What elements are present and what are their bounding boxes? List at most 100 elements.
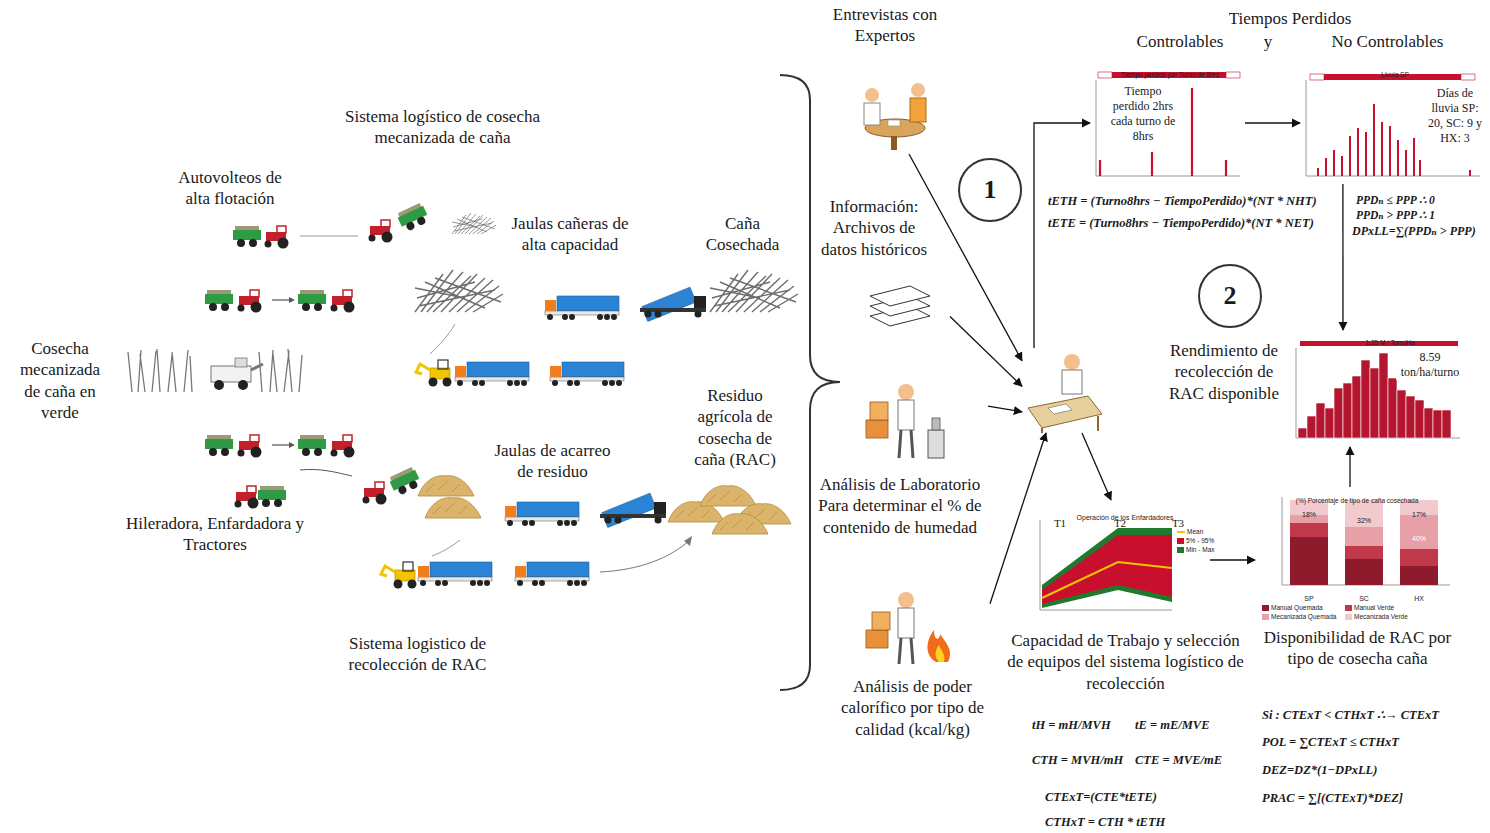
papers-icon [870, 286, 930, 326]
yield-histogram [1298, 428, 1307, 438]
label-text: Controlables [1137, 31, 1224, 52]
interview-icon [864, 103, 880, 125]
harvest-logistics-illustration [265, 226, 289, 249]
calorific-icon [928, 630, 951, 662]
arrow-connector [1349, 447, 1350, 487]
legend-entry: Manual Quemada [1262, 604, 1323, 612]
label-text: Sistema logistico de recolección de RAC [335, 633, 500, 676]
yield-histogram [1296, 348, 1297, 438]
arrow-connector [1082, 433, 1111, 500]
calorific-icon [872, 612, 890, 630]
node-text: Capacidad de Trabajo y selección de equi… [1003, 630, 1248, 694]
capacity-chart [1042, 562, 1172, 598]
arrow-connector [988, 406, 1022, 412]
harvest-logistics-illustration [233, 226, 261, 247]
laboratory-icon [870, 402, 888, 420]
harvest-logistics-illustration [300, 235, 358, 236]
harvest-logistics-illustration [331, 435, 355, 458]
harvest-logistics-illustration [298, 435, 326, 456]
formula-text: PPDₙ ≤ PPP ∴ 0 [1356, 193, 1435, 207]
harvest-logistics-illustration [545, 296, 619, 320]
harvest-logistics-illustration [369, 220, 393, 243]
text-holder: (%) Porcentaje de tipo de caña cosechada [1262, 489, 1452, 507]
harvest-logistics-illustration [415, 270, 503, 312]
yield-histogram [1352, 376, 1361, 438]
label-text: Tiempo perdido por Turno de 8hrs [1121, 71, 1219, 79]
yield-histogram [1433, 410, 1442, 438]
harvest-logistics-illustration [388, 466, 422, 497]
harvest-logistics-illustration [381, 562, 417, 589]
legend-line-sample [1177, 531, 1185, 533]
node-text: Información: Archivos de datos histórico… [815, 196, 933, 260]
text-holder: 1 [960, 160, 1020, 220]
text-holder: Tiempo perdido 2hrs cada turno de 8hrs [1106, 84, 1180, 144]
percentage-bar-chart [1400, 549, 1438, 566]
label-text: No Controlables [1332, 31, 1444, 52]
legend-swatch [1345, 605, 1352, 611]
percentage-bar-chart [1345, 500, 1383, 527]
label-text: T1 [1054, 517, 1066, 531]
text-holder: Análisis de poder calorífico por tipo de… [835, 676, 990, 740]
text-holder: Sistema logístico de cosecha mecanizada … [330, 106, 555, 149]
label-text: Cosecha mecanizada de caña en verde [13, 338, 107, 423]
laboratory-icon [932, 418, 940, 430]
text-holder: Información: Archivos de datos histórico… [815, 196, 933, 260]
lost-time-chart [1226, 72, 1240, 78]
capacity-chart [1042, 528, 1172, 608]
analyst-icon [1064, 354, 1080, 370]
legend-text: Min - Max [1186, 546, 1215, 554]
label-text: Hileradora, Enfardadora y Tractores [120, 513, 310, 556]
formula-text: Si : CTExT < CTHxT ∴→ CTExT [1262, 708, 1439, 724]
laboratory-icon [898, 384, 914, 400]
label-text: Sistema logístico de cosecha mecanizada … [330, 106, 555, 149]
analyst-icon [1048, 404, 1072, 414]
interview-icon [864, 83, 926, 150]
harvest-logistics-illustration [205, 290, 233, 311]
label-text: Jaulas de acarreo de residuo [490, 440, 615, 483]
harvest-logistics-illustration [425, 498, 481, 518]
text-holder: Si : CTExT < CTHxT ∴→ CTExT [1262, 705, 1439, 724]
laboratory-icon [898, 400, 914, 430]
label-text: Caña Cosechada [695, 213, 790, 256]
laboratory-icon [899, 430, 913, 458]
harvest-logistics-illustration [238, 435, 262, 458]
yield-histogram [1379, 353, 1388, 438]
text-holder: Cosecha mecanizada de caña en verde [13, 338, 107, 423]
harvest-logistics-illustration [211, 358, 263, 390]
label-text: Autovolteos de alta flotación [170, 167, 290, 210]
harvest-logistics-illustration [430, 324, 455, 354]
analyst-icon [1028, 354, 1102, 433]
text-holder: CTExT=(CTE*tETE) [1045, 787, 1157, 806]
calorific-icon [898, 608, 914, 638]
text-holder: T1 [1050, 513, 1070, 531]
text-holder: Sistema logistico de recolección de RAC [335, 633, 500, 676]
formula-text: tE = mE/MVE [1135, 718, 1210, 734]
harvest-logistics-illustration [298, 290, 326, 311]
formula-text: DPxLL=∑(PPDₙ > PPP) [1352, 224, 1476, 239]
harvest-logistics-illustration [600, 493, 666, 527]
laboratory-icon [866, 384, 944, 458]
chart-panel: Rendimiento de recolección de RAC dispon… [1290, 330, 1465, 447]
harvest-logistics-illustration [684, 536, 692, 546]
legend-swatch [1345, 614, 1352, 620]
rain-chart [1461, 74, 1475, 80]
text-holder: Días de lluvia SP: 20, SC: 9 y HX: 3 [1426, 86, 1484, 146]
harvest-logistics-illustration [396, 202, 430, 233]
text-holder: 2 [1200, 266, 1260, 326]
yield-histogram [1316, 403, 1325, 438]
node-text: Análisis de Laboratorio Para determinar … [812, 474, 988, 538]
legend-entry: 5% - 95% [1177, 537, 1214, 545]
text-holder: Hileradora, Enfardadora y Tractores [120, 513, 310, 556]
harvest-logistics-illustration [455, 362, 529, 386]
harvest-logistics-illustration [388, 466, 422, 497]
formula-text: CTHxT = CTH * tETH [1045, 815, 1165, 831]
harvest-logistics-illustration [505, 502, 579, 526]
text-holder: tE = mE/MVE [1135, 715, 1210, 734]
yield-histogram [1325, 408, 1334, 438]
harvest-logistics-illustration [363, 482, 387, 505]
text-holder: SC [1353, 587, 1375, 605]
text-holder: CTH = MVH/mH [1032, 750, 1123, 769]
formula-text: tETH = (Turno8hrs − TiempoPerdido)*(NT *… [1048, 194, 1317, 210]
label-text: Lluvia SP [1381, 71, 1408, 79]
formula-text: CTExT=(CTE*tETE) [1045, 790, 1157, 806]
